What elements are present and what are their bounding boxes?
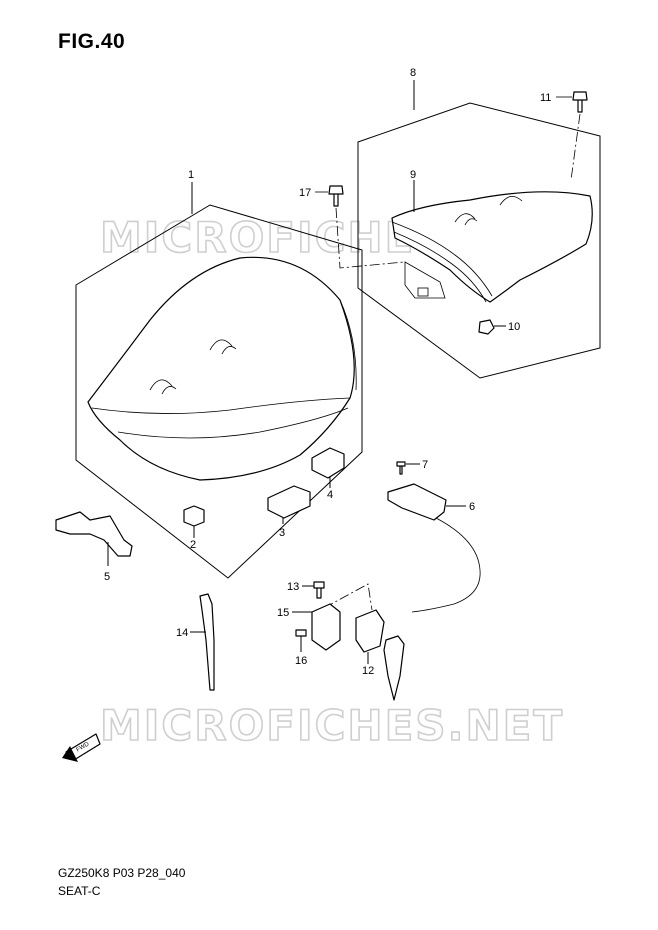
rear-seat-group xyxy=(315,80,601,379)
rear-seat-frame xyxy=(357,102,601,379)
main-seat-side xyxy=(339,299,357,391)
main-seat-frame xyxy=(75,204,363,579)
lock-bracket-15 xyxy=(311,603,341,651)
bolt-13 xyxy=(313,581,325,599)
callout-2: 2 xyxy=(190,539,196,551)
bolt-17 xyxy=(328,185,344,207)
lock-cable xyxy=(411,517,481,613)
callout-10: 10 xyxy=(508,321,520,333)
callout-14: 14 xyxy=(176,627,188,639)
rear-seat-stitch-1 xyxy=(454,196,523,226)
rear-seat-piping xyxy=(391,221,493,297)
main-seat-edge-2 xyxy=(117,407,349,439)
main-seat-shape xyxy=(87,256,355,481)
tie-band-14 xyxy=(199,593,215,691)
watermark-bottom: MICROFICHES.NET xyxy=(100,701,564,750)
footer-model: GZ250K8 P03 P28_040 xyxy=(58,866,186,880)
callout-5: 5 xyxy=(104,571,110,583)
rear-seat-piping-2 xyxy=(393,231,487,303)
callout-4: 4 xyxy=(327,489,333,501)
seat-lock-12 xyxy=(355,609,385,653)
callout-15: 15 xyxy=(277,607,289,619)
bolt-17-axis xyxy=(335,207,405,269)
callout-3: 3 xyxy=(279,527,285,539)
main-seat-stitch xyxy=(149,339,237,395)
cushion-block-4 xyxy=(311,447,345,479)
callout-1: 1 xyxy=(188,169,194,181)
callout-17: 17 xyxy=(299,187,311,199)
clamp-rubber-3 xyxy=(267,485,311,519)
callout-6: 6 xyxy=(469,501,475,513)
cushion-2 xyxy=(183,505,205,527)
seat-lock-group xyxy=(292,581,405,701)
callout-8: 8 xyxy=(410,67,416,79)
fwd-arrow: FWD xyxy=(62,733,101,762)
seat-lock-assy-group xyxy=(387,461,481,613)
callout-11: 11 xyxy=(540,92,551,104)
screw-16 xyxy=(295,629,307,637)
callout-9: 9 xyxy=(410,169,416,181)
bolt-11 xyxy=(572,91,588,113)
main-seat-group xyxy=(55,182,363,579)
callout-7: 7 xyxy=(422,459,428,471)
rear-seat-base xyxy=(404,261,446,299)
rear-seat-shape xyxy=(391,191,593,303)
callout-13: 13 xyxy=(287,581,299,593)
figure-title: FIG.40 xyxy=(58,30,126,53)
rear-seat-hook xyxy=(417,287,429,297)
lock-assy-6 xyxy=(387,483,447,521)
screw-7 xyxy=(396,461,406,475)
lock-key xyxy=(383,635,405,701)
callout-12: 12 xyxy=(362,665,374,677)
seat-bracket-5 xyxy=(55,511,133,557)
fwd-arrow-head xyxy=(62,746,78,762)
nut-10 xyxy=(478,319,495,335)
footer-section: SEAT-C xyxy=(58,884,101,898)
main-seat-edge xyxy=(91,397,351,414)
bolt-11-axis xyxy=(570,113,581,181)
lock-axis xyxy=(323,583,373,611)
callout-16: 16 xyxy=(295,655,307,667)
